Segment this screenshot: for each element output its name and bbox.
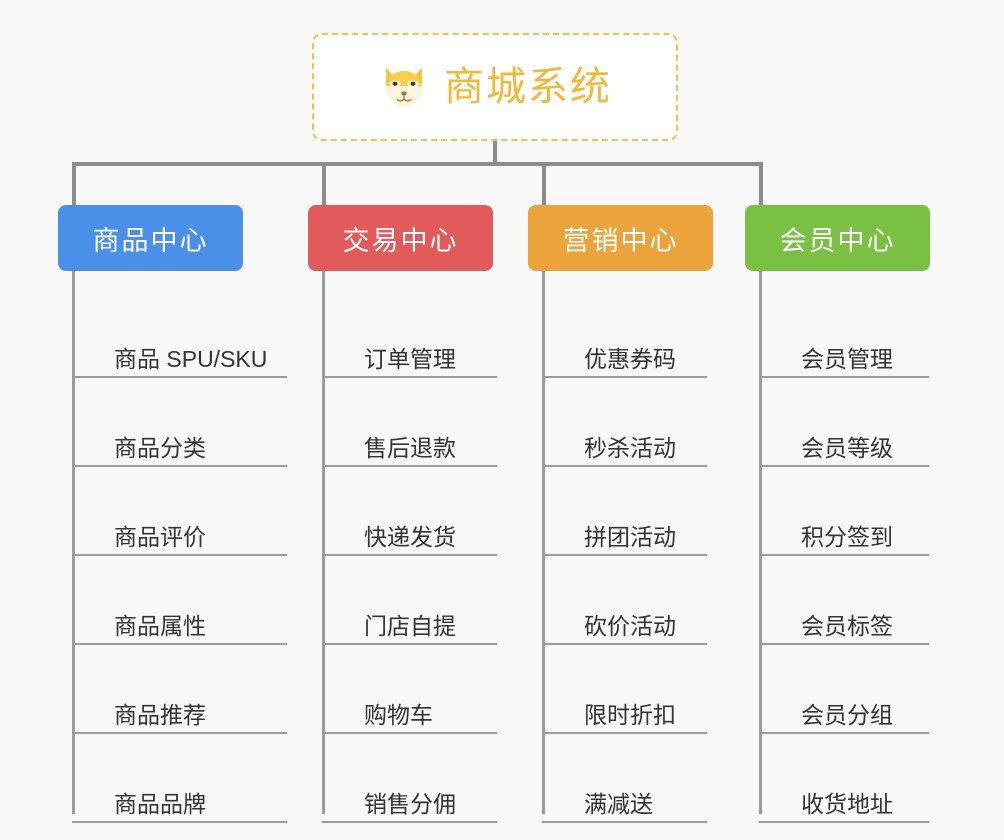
leaf-item[interactable]: 会员管理	[759, 289, 930, 378]
leaf-underline	[542, 643, 707, 645]
leaf-underline	[72, 554, 287, 556]
leaf-item[interactable]: 收货地址	[759, 734, 930, 823]
leaf-underline	[542, 732, 707, 734]
category-column-4: 会员中心会员管理会员等级积分签到会员标签会员分组收货地址	[745, 205, 930, 823]
leaf-item[interactable]: 商品分类	[72, 378, 287, 467]
leaf-item-label: 会员管理	[801, 345, 893, 372]
leaf-item-label: 商品属性	[114, 612, 206, 639]
leaf-item-label: 会员标签	[801, 612, 893, 639]
leaf-item[interactable]: 商品 SPU/SKU	[72, 289, 287, 378]
leaf-item[interactable]: 售后退款	[322, 378, 497, 467]
leaf-item-label: 快递发货	[364, 523, 456, 550]
leaf-underline	[72, 732, 287, 734]
leaf-item[interactable]: 秒杀活动	[542, 378, 713, 467]
connector-root-stem	[493, 141, 497, 166]
leaf-underline	[542, 376, 707, 378]
leaf-item[interactable]: 商品属性	[72, 556, 287, 645]
tree-rail-4	[759, 271, 762, 814]
leaf-item-label: 砍价活动	[584, 612, 676, 639]
leaf-list-1: 商品 SPU/SKU 商品分类商品评价商品属性商品推荐商品品牌	[72, 271, 287, 823]
shiba-dog-icon	[386, 67, 422, 107]
leaf-item-label: 优惠券码	[584, 345, 676, 372]
leaf-list-2: 订单管理售后退款快递发货门店自提购物车销售分佣	[322, 271, 497, 823]
leaf-item-label: 商品评价	[114, 523, 206, 550]
leaf-item-label: 商品推荐	[114, 701, 206, 728]
leaf-item-label: 会员分组	[801, 701, 893, 728]
leaf-underline	[322, 643, 497, 645]
leaf-item[interactable]: 优惠券码	[542, 289, 713, 378]
leaf-underline	[542, 554, 707, 556]
leaf-underline	[72, 376, 287, 378]
leaf-underline	[322, 732, 497, 734]
leaf-underline	[542, 465, 707, 467]
leaf-item-label: 售后退款	[364, 434, 456, 461]
leaf-item-label: 拼团活动	[584, 523, 676, 550]
leaf-item[interactable]: 积分签到	[759, 467, 930, 556]
leaf-item[interactable]: 满减送	[542, 734, 713, 823]
tree-rail-3	[542, 271, 545, 814]
leaf-item[interactable]: 砍价活动	[542, 556, 713, 645]
category-header-4[interactable]: 会员中心	[745, 205, 930, 271]
category-header-2[interactable]: 交易中心	[308, 205, 493, 271]
tree-rail-1	[72, 271, 75, 814]
leaf-underline	[322, 465, 497, 467]
leaf-item-label: 会员等级	[801, 434, 893, 461]
leaf-underline	[759, 643, 929, 645]
leaf-item[interactable]: 购物车	[322, 645, 497, 734]
tree-rail-2	[322, 271, 325, 814]
leaf-item-label: 秒杀活动	[584, 434, 676, 461]
root-title: 商城系统	[444, 65, 612, 109]
connector-drop-1	[72, 162, 76, 205]
leaf-underline	[759, 732, 929, 734]
leaf-underline	[759, 821, 929, 823]
leaf-item-label: 商品 SPU/SKU	[114, 345, 268, 372]
category-column-2: 交易中心订单管理售后退款快递发货门店自提购物车销售分佣	[308, 205, 497, 823]
category-column-3: 营销中心优惠券码秒杀活动拼团活动砍价活动限时折扣满减送	[528, 205, 713, 823]
connector-drop-4	[759, 162, 763, 205]
leaf-list-4: 会员管理会员等级积分签到会员标签会员分组收货地址	[759, 271, 930, 823]
leaf-item[interactable]: 商品评价	[72, 467, 287, 556]
leaf-list-3: 优惠券码秒杀活动拼团活动砍价活动限时折扣满减送	[542, 271, 713, 823]
leaf-item[interactable]: 销售分佣	[322, 734, 497, 823]
leaf-item[interactable]: 拼团活动	[542, 467, 713, 556]
leaf-underline	[759, 465, 929, 467]
category-header-1[interactable]: 商品中心	[58, 205, 243, 271]
category-header-3[interactable]: 营销中心	[528, 205, 713, 271]
leaf-underline	[72, 821, 287, 823]
leaf-underline	[322, 554, 497, 556]
leaf-item[interactable]: 快递发货	[322, 467, 497, 556]
leaf-item-label: 销售分佣	[364, 790, 456, 817]
leaf-item-label: 满减送	[584, 790, 653, 817]
leaf-item[interactable]: 会员等级	[759, 378, 930, 467]
connector-drop-2	[322, 162, 326, 205]
leaf-item-label: 商品品牌	[114, 790, 206, 817]
category-column-1: 商品中心商品 SPU/SKU 商品分类商品评价商品属性商品推荐商品品牌	[58, 205, 287, 823]
leaf-underline	[759, 376, 929, 378]
leaf-item[interactable]: 会员分组	[759, 645, 930, 734]
leaf-item-label: 收货地址	[801, 790, 893, 817]
leaf-item[interactable]: 限时折扣	[542, 645, 713, 734]
leaf-underline	[72, 643, 287, 645]
leaf-item-label: 购物车	[364, 701, 433, 728]
root-node[interactable]: 商城系统	[312, 33, 678, 141]
leaf-underline	[322, 821, 497, 823]
leaf-item[interactable]: 商品品牌	[72, 734, 287, 823]
leaf-item[interactable]: 订单管理	[322, 289, 497, 378]
leaf-item-label: 商品分类	[114, 434, 206, 461]
leaf-underline	[759, 554, 929, 556]
connector-horizontal-bar	[72, 162, 763, 166]
leaf-item[interactable]: 商品推荐	[72, 645, 287, 734]
leaf-underline	[542, 821, 707, 823]
leaf-underline	[322, 376, 497, 378]
leaf-item-label: 门店自提	[364, 612, 456, 639]
leaf-item[interactable]: 门店自提	[322, 556, 497, 645]
connector-drop-3	[542, 162, 546, 205]
leaf-item[interactable]: 会员标签	[759, 556, 930, 645]
leaf-item-label: 积分签到	[801, 523, 893, 550]
leaf-item-label: 订单管理	[364, 345, 456, 372]
leaf-underline	[72, 465, 287, 467]
leaf-item-label: 限时折扣	[584, 701, 676, 728]
